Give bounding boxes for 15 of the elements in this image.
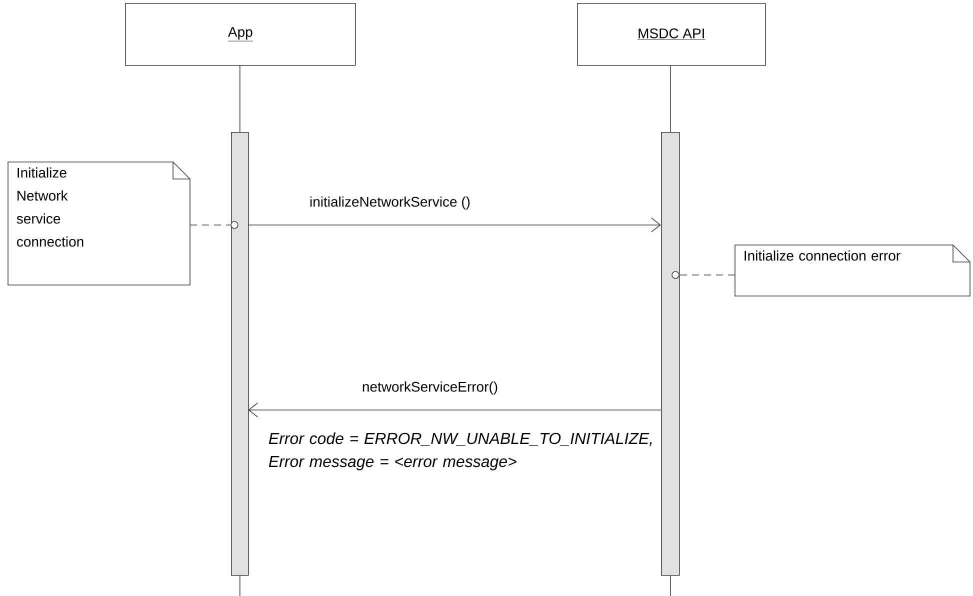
message-label: initializeNetworkService () [308, 195, 472, 211]
participant-box: MSDC API [577, 3, 766, 66]
note-box: Initialize connection error [734, 244, 970, 296]
leader-line [672, 271, 736, 279]
activation-bar [661, 132, 680, 576]
note-box: Initialize Network service connection [8, 162, 190, 286]
message-label: networkServiceError() [360, 380, 500, 396]
leader-line [190, 221, 238, 229]
lifeline [670, 575, 671, 596]
message-arrow [248, 402, 662, 418]
participant-box: App [125, 3, 356, 66]
message-arrow [248, 218, 661, 232]
activation-bar [231, 132, 249, 576]
lifeline [670, 65, 671, 132]
note-text: Error code = ERROR_NW_UNABLE_TO_INITIALIZE, Error message = <error message> [268, 432, 652, 470]
